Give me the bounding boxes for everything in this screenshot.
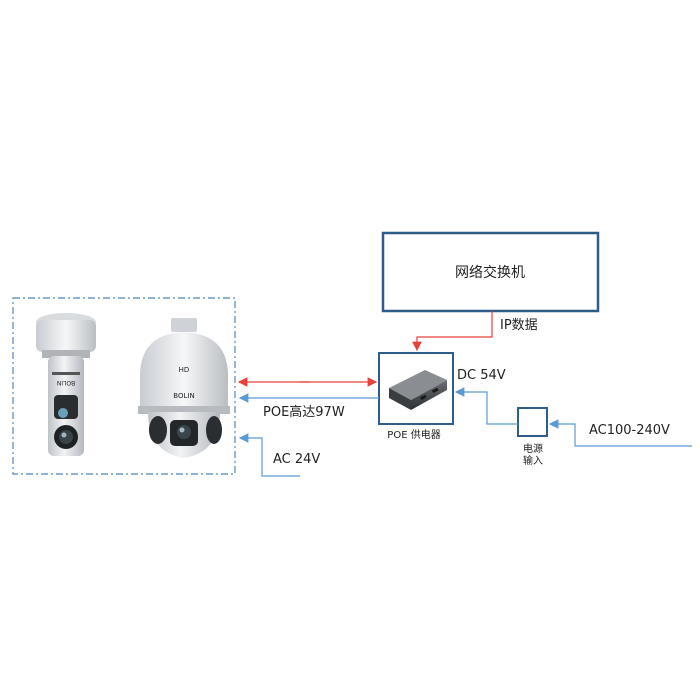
network-switch-label: 网络交换机 (455, 264, 525, 281)
camera-2-brand: BOLIN (173, 392, 194, 400)
ac24-line (238, 433, 300, 477)
network-switch-box (381, 231, 600, 313)
camera-1-brand: BOLIN (57, 379, 75, 386)
power-input-label-1: 电源 (523, 442, 543, 455)
dc54-line (454, 387, 518, 425)
camera-2-image (138, 318, 230, 458)
power-input-label-2: 输入 (523, 454, 543, 467)
dc54-label: DC 54V (457, 368, 506, 383)
ac-input-line (548, 419, 692, 447)
poe-injector-label: POE 供电器 (387, 428, 440, 441)
poe-power-label: POE高达97W (263, 404, 345, 420)
ac24-label: AC 24V (273, 452, 320, 467)
ip-data-line (412, 311, 493, 352)
ip-data-label: IP数据 (500, 318, 538, 333)
camera-2-badge: HD (179, 366, 190, 374)
poe-injector-image (389, 370, 447, 410)
camera-group-border (12, 297, 236, 475)
power-input-box (517, 407, 548, 437)
camera-1-image (36, 313, 96, 456)
ac-input-label: AC100-240V (589, 423, 670, 438)
